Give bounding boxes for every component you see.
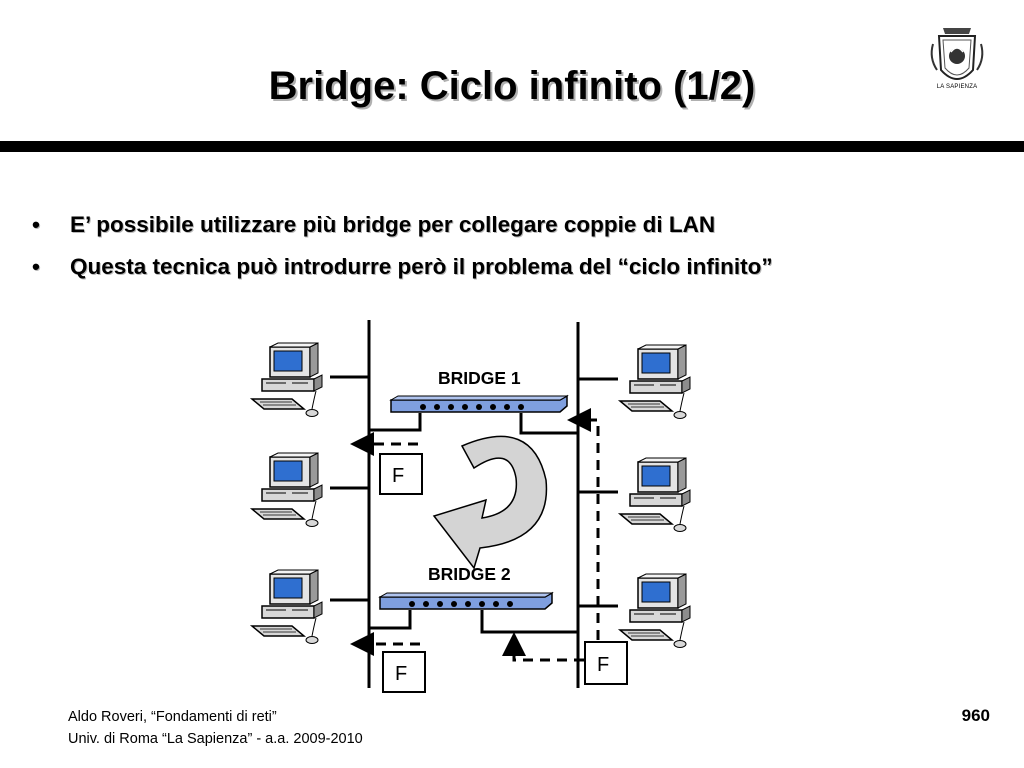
bridge-1-port-b bbox=[519, 413, 578, 435]
computer-icon bbox=[619, 573, 691, 649]
bridge-2-port-b bbox=[480, 610, 578, 634]
frame-label: F bbox=[597, 654, 609, 676]
bridge-2-label: BRIDGE 2 bbox=[428, 564, 511, 584]
computer-icon bbox=[619, 344, 691, 420]
bridge-port-dot bbox=[493, 601, 499, 607]
frame-label: F bbox=[395, 663, 407, 685]
computer-icon bbox=[619, 457, 691, 533]
bridge-port-dot bbox=[518, 404, 524, 410]
bridge-port-dot bbox=[507, 601, 513, 607]
frame-box: F bbox=[584, 641, 628, 685]
loop-arrow-icon bbox=[432, 435, 548, 570]
logo-caption: LA SAPIENZA bbox=[936, 84, 978, 90]
bridge-port-dot bbox=[476, 404, 482, 410]
page-number: 960 bbox=[961, 706, 990, 725]
bridge-2 bbox=[369, 591, 578, 634]
bridge-2-port-a bbox=[369, 610, 412, 630]
bullet-item: • E’ possibile utilizzare più bridge per … bbox=[32, 204, 773, 246]
footer-institution: Univ. di Roma “La Sapienza” - a.a. 2009-… bbox=[68, 731, 363, 747]
bridge-1-port-a bbox=[369, 413, 422, 432]
bridge-loop-diagram: BRIDGE 1 BRIDGE 2 F F F bbox=[251, 320, 691, 693]
bridge-1-label: BRIDGE 1 bbox=[438, 368, 521, 388]
bullet-marker: • bbox=[32, 254, 40, 279]
frame-box: F bbox=[379, 453, 423, 495]
bridge-port-dot bbox=[465, 601, 471, 607]
frame-box: F bbox=[382, 651, 426, 693]
slide-title: Bridge: Ciclo infinito (1/2) bbox=[268, 64, 756, 108]
bridge-port-dot bbox=[420, 404, 426, 410]
frame-label: F bbox=[392, 465, 404, 487]
bridge-port-dot bbox=[504, 404, 510, 410]
bridge-port-dot bbox=[490, 404, 496, 410]
bullet-marker: • bbox=[32, 212, 40, 237]
bridge-port-dot bbox=[448, 404, 454, 410]
frame-path-dashed bbox=[502, 632, 584, 662]
computer-icon bbox=[251, 452, 323, 528]
bridge-1 bbox=[369, 394, 578, 435]
bridge-port-dot bbox=[437, 601, 443, 607]
university-seal-logo bbox=[930, 28, 984, 80]
bridge-port-dot bbox=[434, 404, 440, 410]
bullet-text: E’ possibile utilizzare più bridge per c… bbox=[70, 212, 716, 237]
bullet-text: Questa tecnica può introdurre però il pr… bbox=[70, 254, 773, 279]
bridge-port-dot bbox=[451, 601, 457, 607]
footer-author: Aldo Roveri, “Fondamenti di reti” bbox=[68, 709, 277, 725]
bridge-port-dot bbox=[479, 601, 485, 607]
frame-path-dashed bbox=[567, 408, 600, 640]
bridge-port-dot bbox=[462, 404, 468, 410]
computer-icon bbox=[251, 342, 323, 418]
bullet-list: • E’ possibile utilizzare più bridge per … bbox=[32, 204, 773, 288]
bullet-item: • Questa tecnica può introdurre però il p… bbox=[32, 246, 773, 288]
footer-credits: Aldo Roveri, “Fondamenti di reti” Univ. … bbox=[68, 706, 363, 750]
bridge-port-dot bbox=[423, 601, 429, 607]
bridge-port-dot bbox=[409, 601, 415, 607]
title-underline bbox=[0, 141, 1024, 152]
computer-icon bbox=[251, 569, 323, 645]
